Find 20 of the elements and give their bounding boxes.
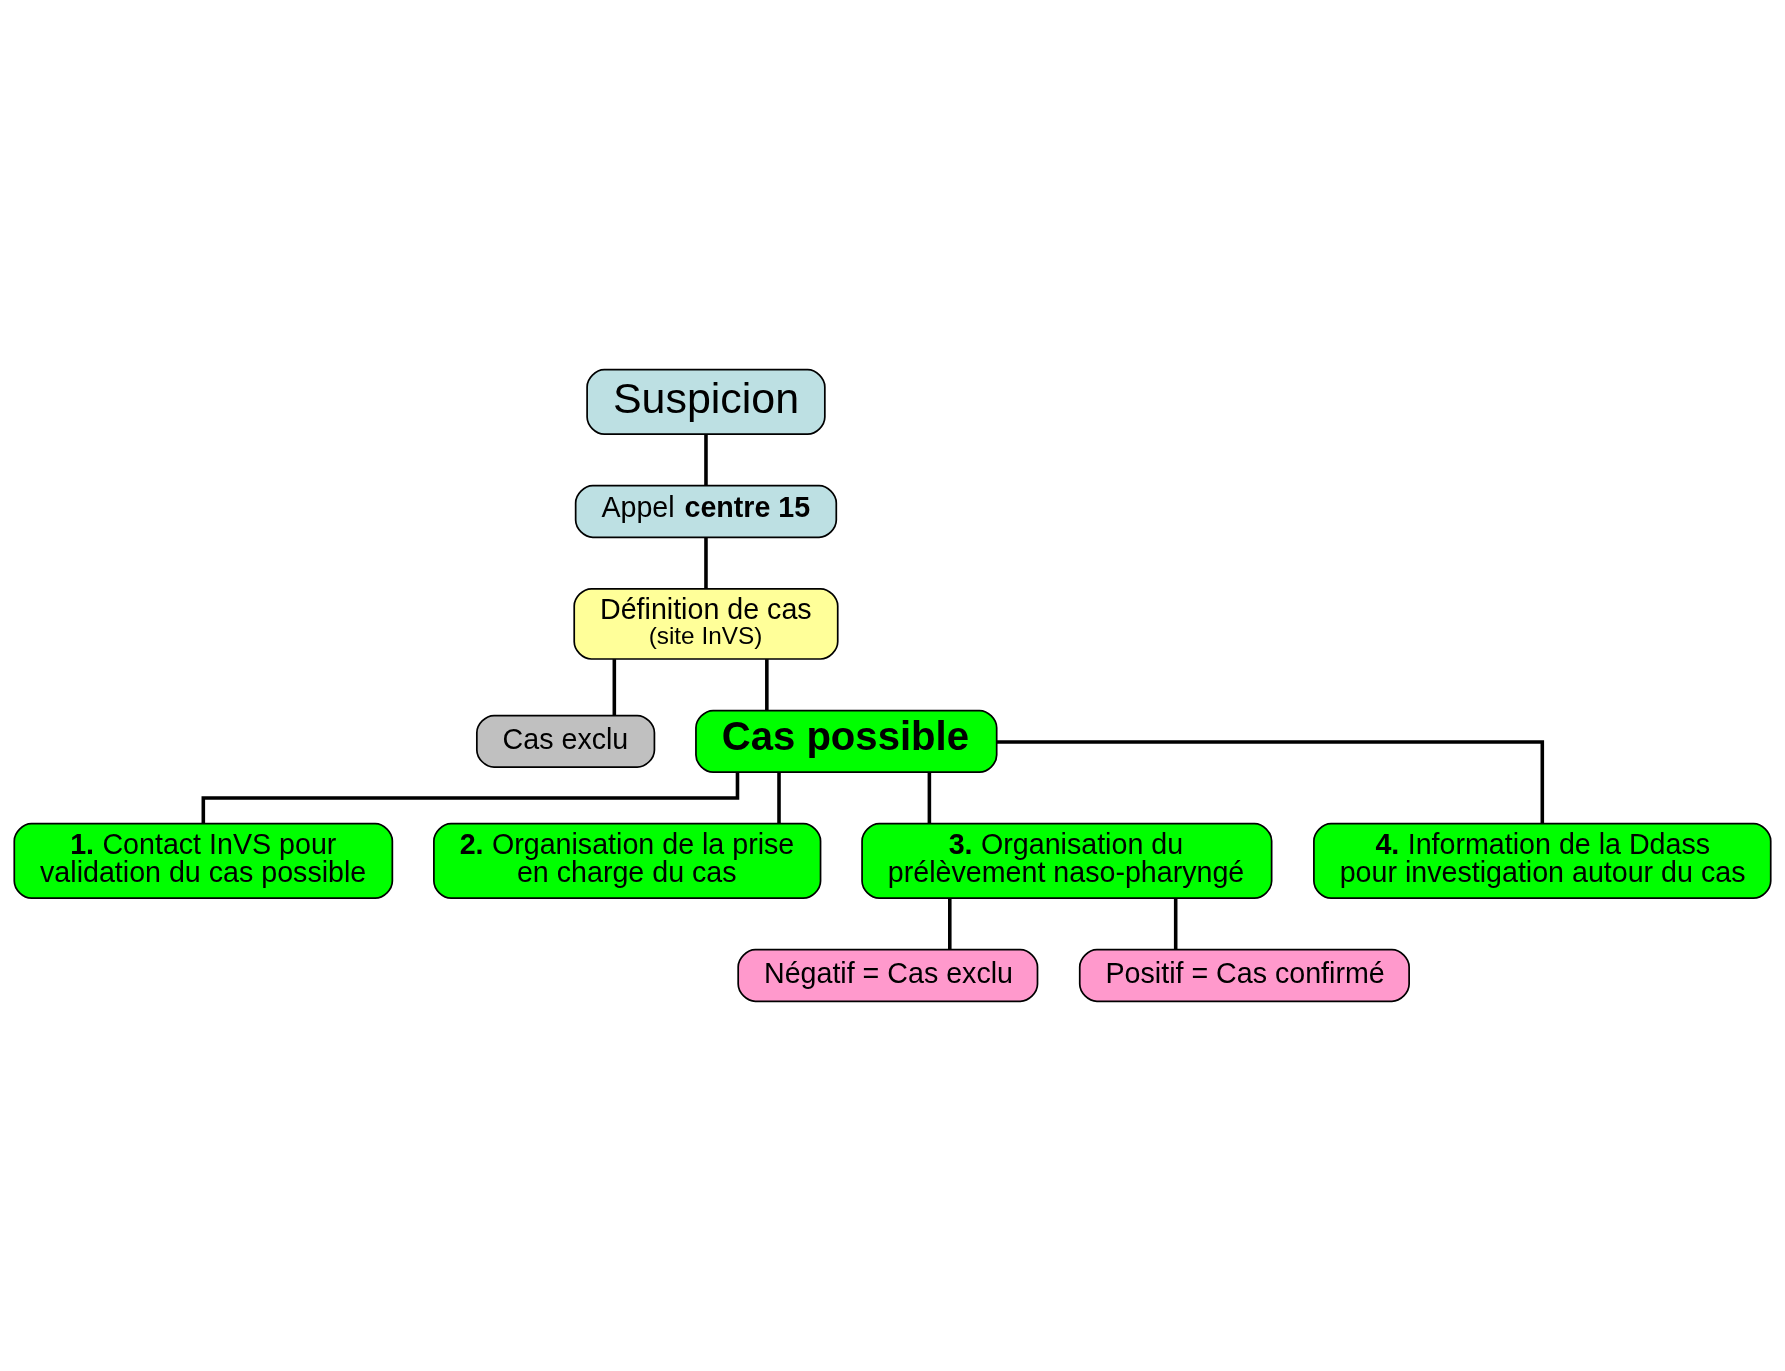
node-box: Cas possible	[695, 709, 998, 773]
node-box: Définition de cas (site InVS)	[573, 588, 839, 660]
node-box: Appel centre 15	[574, 484, 838, 539]
node-box: Cas exclu	[475, 714, 656, 768]
connector	[765, 659, 769, 711]
connector	[1173, 898, 1178, 950]
node-box: 3. Organisation du prélèvement naso-pharyngé	[861, 822, 1273, 899]
node-box: 4. Information de la Ddass pour investigation autour du cas	[1313, 822, 1772, 899]
connector	[704, 537, 708, 589]
connector	[948, 898, 952, 950]
connector	[996, 740, 1545, 824]
connector	[612, 659, 617, 716]
connector	[927, 772, 932, 824]
node-box: 1. Contact InVS pour validation du cas possible	[13, 822, 394, 899]
node-box: Négatif = Cas exclu	[737, 948, 1039, 1003]
node-box: Positif = Cas confirmé	[1078, 948, 1410, 1003]
connector	[704, 434, 708, 486]
node-box: Suspicion	[586, 368, 826, 436]
node-box: 2. Organisation de la prise en charge du cas	[433, 822, 822, 899]
connector	[777, 772, 781, 824]
